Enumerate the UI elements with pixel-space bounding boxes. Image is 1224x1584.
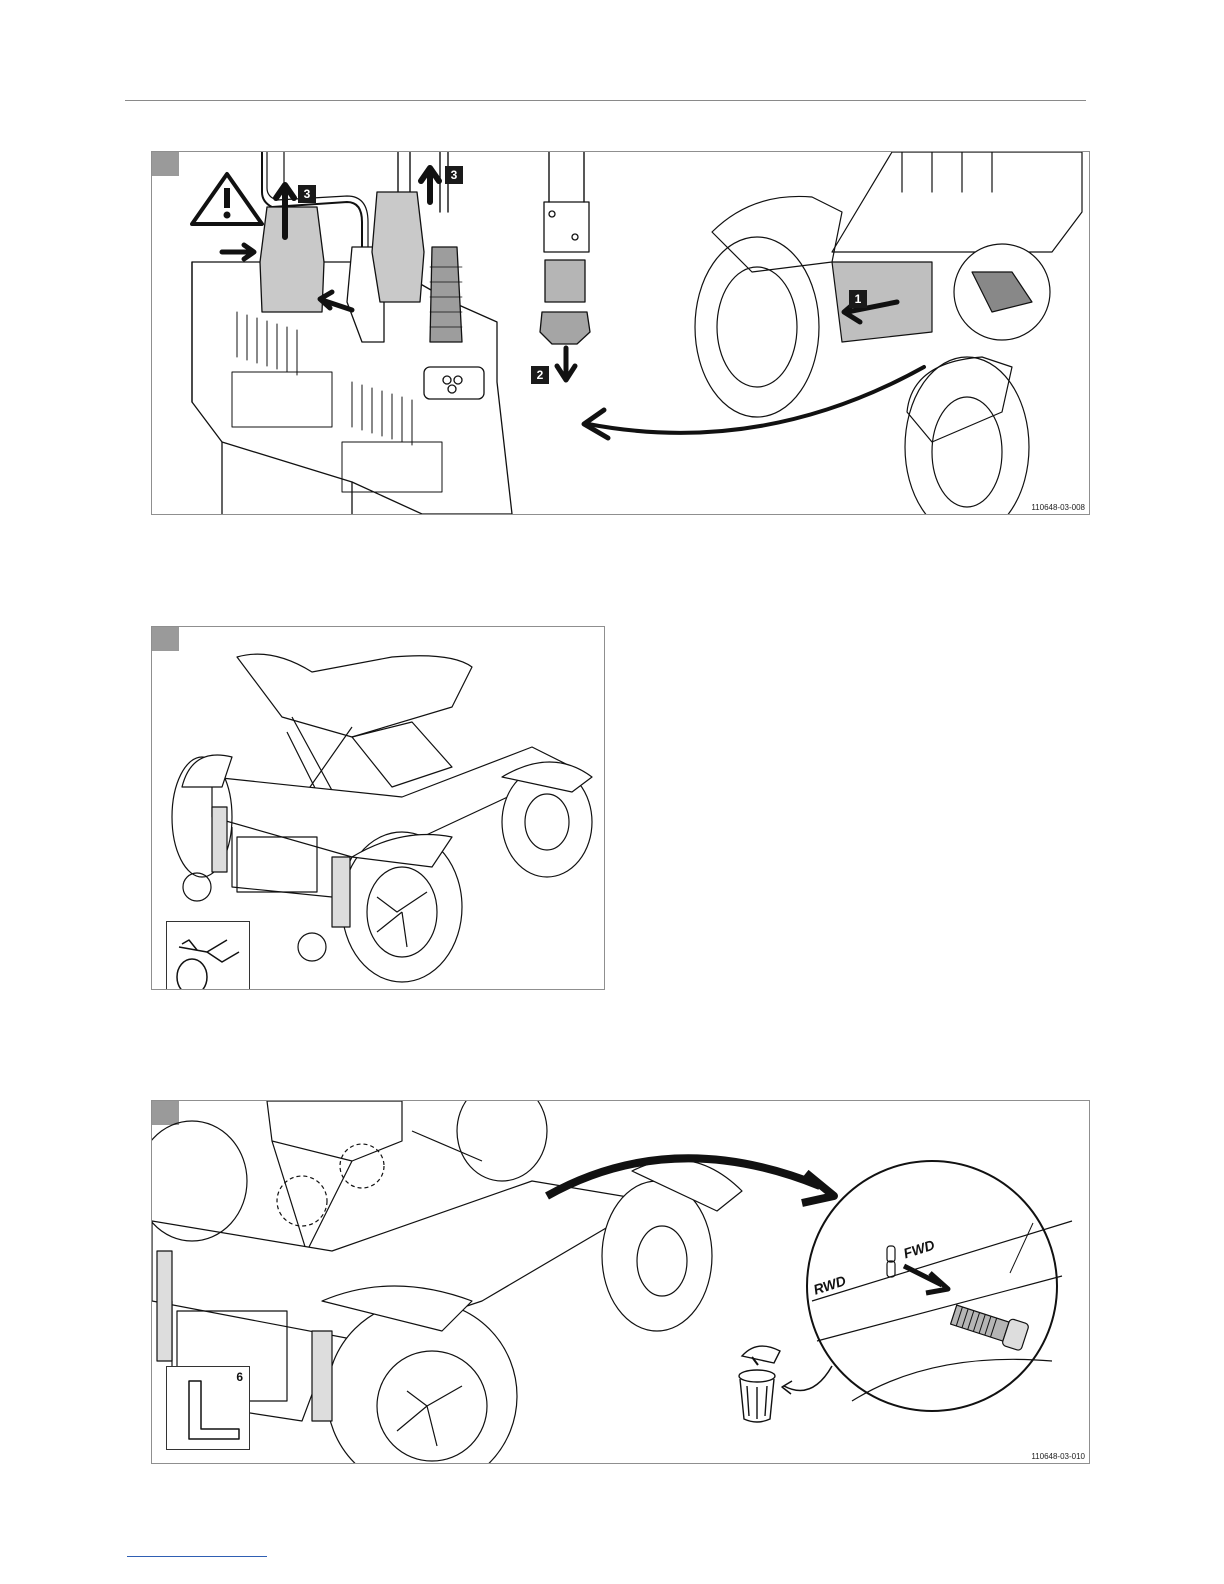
- pliers-inset: [166, 921, 250, 990]
- step-badge-3a: 3: [298, 185, 316, 203]
- figure-battery-disconnect: 1 2 3 3 110648-03-008: [151, 151, 1090, 515]
- trash-bin-icon: [739, 1346, 780, 1422]
- figure-wheelchair-base: [151, 626, 605, 990]
- header-rule: [125, 100, 1086, 101]
- illustration-screw: [152, 1101, 1089, 1463]
- warning-triangle-icon: [192, 174, 262, 224]
- step-badge-2: 2: [531, 366, 549, 384]
- pliers-cable-tie-icon: [167, 922, 249, 990]
- figure-code: 110648-03-008: [1031, 503, 1085, 512]
- allen-key-inset: 6: [166, 1366, 250, 1450]
- allen-key-icon: [167, 1367, 249, 1449]
- step-badge-3b: 3: [445, 166, 463, 184]
- figure-screw-removal: RWD FWD 6 110648-03-010: [151, 1100, 1090, 1464]
- illustration-battery: [152, 152, 1089, 514]
- figure-code: 110648-03-010: [1031, 1452, 1085, 1461]
- step-badge-1: 1: [849, 290, 867, 308]
- footer-link-rule: [127, 1556, 267, 1557]
